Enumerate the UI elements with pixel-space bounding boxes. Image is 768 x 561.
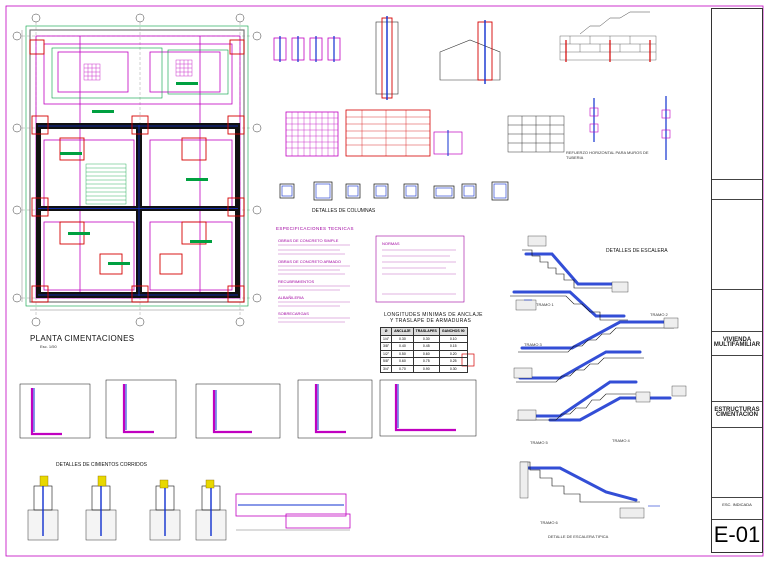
specs-title: ESPECIFICACIONES TECNICAS (276, 226, 354, 231)
table-cell: 0.50 (391, 349, 414, 358)
tramo-label: TRAMO 6 (540, 520, 558, 525)
sheet-code: E-01 (713, 522, 761, 547)
stair-details (510, 235, 687, 519)
table-row: 5/8" 0.60 0.75 0.25 (379, 357, 468, 366)
anchor-table: Ø ANCLAJE TRASLAPES GANCHOS 90 1/4" 0.30… (379, 327, 468, 373)
foundation-plan (12, 13, 262, 327)
table-cell: 0.75 (412, 357, 440, 366)
table-cell: 0.10 (438, 334, 468, 343)
table-header-cell: TRASLAPES (412, 327, 440, 336)
table-cell: 0.60 (391, 357, 414, 366)
table-row: 1/2" 0.50 0.60 0.20 (379, 349, 468, 358)
table-cell: 1/2" (379, 349, 393, 358)
table-row: 3/8" 0.40 0.45 0.15 (379, 342, 468, 351)
anchor-table-header: Ø ANCLAJE TRASLAPES GANCHOS 90 (379, 327, 468, 336)
column-details-title: DETALLES DE COLUMNAS (312, 208, 376, 214)
tramo-label: TRAMO 5 (530, 440, 548, 445)
sheet-border (5, 5, 764, 557)
table-cell: 0.30 (391, 334, 414, 343)
plan-scale: Esc. 1/50 (40, 344, 57, 349)
table-cell: 0.30 (412, 334, 440, 343)
table-cell: 0.20 (438, 349, 468, 358)
stair-details-title: DETALLES DE ESCALERA (606, 248, 668, 254)
norms-title: NORMAS (382, 241, 400, 246)
table-cell: 0.90 (412, 364, 440, 373)
table-cell: 0.30 (438, 364, 468, 373)
sheet-name-1: ESTRUCTURAS (714, 407, 760, 413)
sheet-name-2: CIMENTACION (716, 412, 758, 418)
project-name: VIVIENDA MULTIFAMILIAR (713, 337, 761, 348)
anchor-title-1: LONGITUDES MINIMAS DE ANCLAJE (384, 312, 483, 318)
tramo-label: TRAMO 2 (650, 312, 668, 317)
scale-label: ESC. (722, 502, 732, 507)
table-cell: 1/4" (379, 334, 393, 343)
footing-details (19, 379, 477, 541)
table-row: 3/4" 0.70 0.90 0.30 (379, 364, 468, 373)
table-cell: 0.45 (412, 342, 440, 351)
specs-sub-2: OBRAS DE CONCRETO ARMADO (278, 259, 342, 264)
table-header-cell: ANCLAJE (391, 327, 414, 336)
tramo-label: TRAMO 4 (612, 438, 630, 443)
table-cell: 5/8" (379, 357, 393, 366)
stair-typical-label: DETALLE DE ESCALERA TIPICA (548, 534, 609, 539)
specs-sub-5: SOBRECARGAS (278, 311, 309, 316)
table-cell: 0.70 (391, 364, 414, 373)
refuerzo-title: REFUERZO HORIZONTAL PARA MUROS DE TUBERI… (566, 150, 649, 160)
column-details (273, 11, 671, 201)
specs-sub-4: ALBAÑILERIA (278, 295, 304, 300)
table-row: 1/4" 0.30 0.30 0.10 (379, 334, 468, 343)
table-cell: 0.60 (412, 349, 440, 358)
scale-value: INDICADA (732, 502, 752, 507)
title-block: VIVIENDA MULTIFAMILIAR ESTRUCTURAS CIMEN… (711, 8, 763, 553)
table-cell: 0.25 (438, 357, 468, 366)
table-header-cell: GANCHOS 90 (438, 327, 468, 336)
table-cell: 0.40 (391, 342, 414, 351)
specs-sub-3: RECUBRIMIENTOS (278, 279, 315, 284)
specs-box (278, 235, 475, 367)
plan-title: PLANTA CIMENTACIONES (30, 334, 135, 343)
specs-sub-1: OBRAS DE CONCRETO SIMPLE (278, 238, 339, 243)
table-header-cell: Ø (379, 327, 393, 336)
footing-details-title: DETALLES DE CIMIENTOS CORRIDOS (56, 462, 147, 468)
tramo-label: TRAMO 1 (536, 302, 554, 307)
table-cell: 3/8" (379, 342, 393, 351)
table-cell: 0.15 (438, 342, 468, 351)
tramo-label: TRAMO 3 (524, 342, 542, 347)
table-cell: 3/4" (379, 364, 393, 373)
anchor-title-2: Y TRASLAPE DE ARMADURAS (390, 318, 472, 324)
